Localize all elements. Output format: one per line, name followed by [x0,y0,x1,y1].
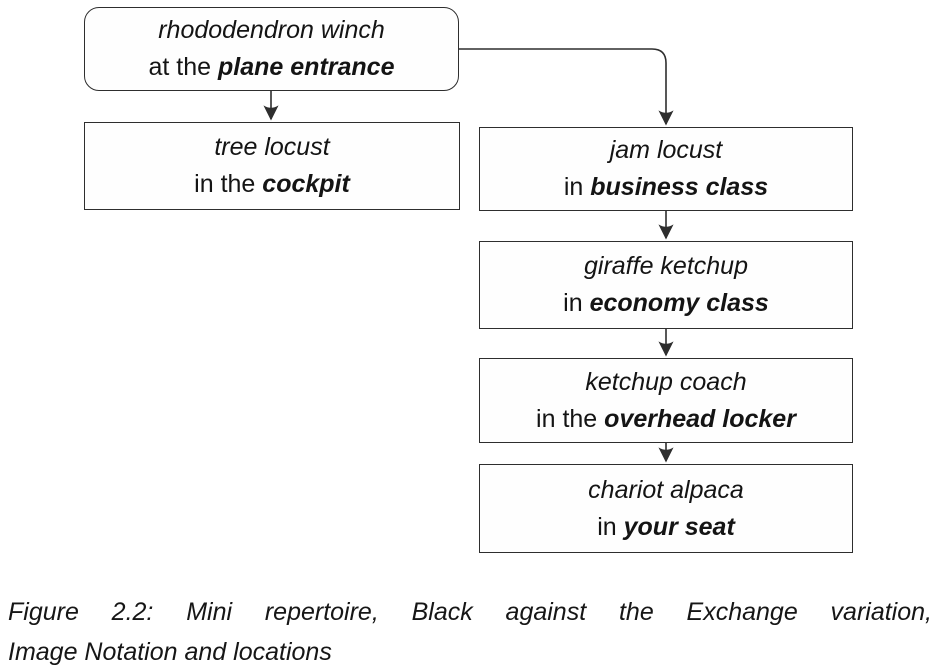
node-chain-0-name: jam locust [609,136,723,164]
node-chain-1: giraffe ketchup in economy class [479,241,853,329]
node-chain-3-location: your seat [623,512,735,541]
node-left: tree locust in the cockpit [84,122,460,210]
node-root: rhododendron winch at the plane entrance [84,7,459,91]
node-chain-3-location-line: in your seat [597,509,735,546]
node-chain-1-name: giraffe ketchup [584,252,748,280]
node-left-prefix: in the [194,170,256,198]
node-chain-0: jam locust in business class [479,127,853,211]
node-chain-0-location-line: in business class [564,169,768,206]
node-chain-1-location-line: in economy class [563,285,769,322]
node-chain-3-prefix: in [597,512,617,541]
node-chain-1-prefix: in [563,289,583,317]
node-left-location-line: in the cockpit [194,166,350,203]
connector-root-to-chain [459,48,674,126]
node-root-name: rhododendron winch [158,16,385,44]
node-root-location-line: at the plane entrance [149,49,395,86]
figure-caption-line2: Image Notation and locations [8,638,332,666]
node-root-location: plane entrance [218,53,395,81]
node-chain-2: ketchup coach in the overhead locker [479,358,853,443]
node-chain-2-prefix: in the [536,404,598,433]
node-chain-2-location-line: in the overhead locker [536,401,796,438]
node-chain-0-location: business class [590,173,769,201]
node-left-location: cockpit [262,170,350,198]
node-chain-0-prefix: in [563,173,584,201]
node-left-name: tree locust [214,133,330,161]
node-chain-3-name: chariot alpaca [588,475,744,504]
node-chain-1-location: economy class [589,289,769,317]
figure-caption: Figure 2.2: Mini repertoire, Black again… [8,592,932,672]
node-root-prefix: at the [148,53,212,81]
figure-caption-line1: Figure 2.2: Mini repertoire, Black again… [8,598,932,626]
node-chain-2-location: overhead locker [604,404,796,433]
node-chain-2-name: ketchup coach [585,367,747,396]
node-chain-3: chariot alpaca in your seat [479,464,853,553]
